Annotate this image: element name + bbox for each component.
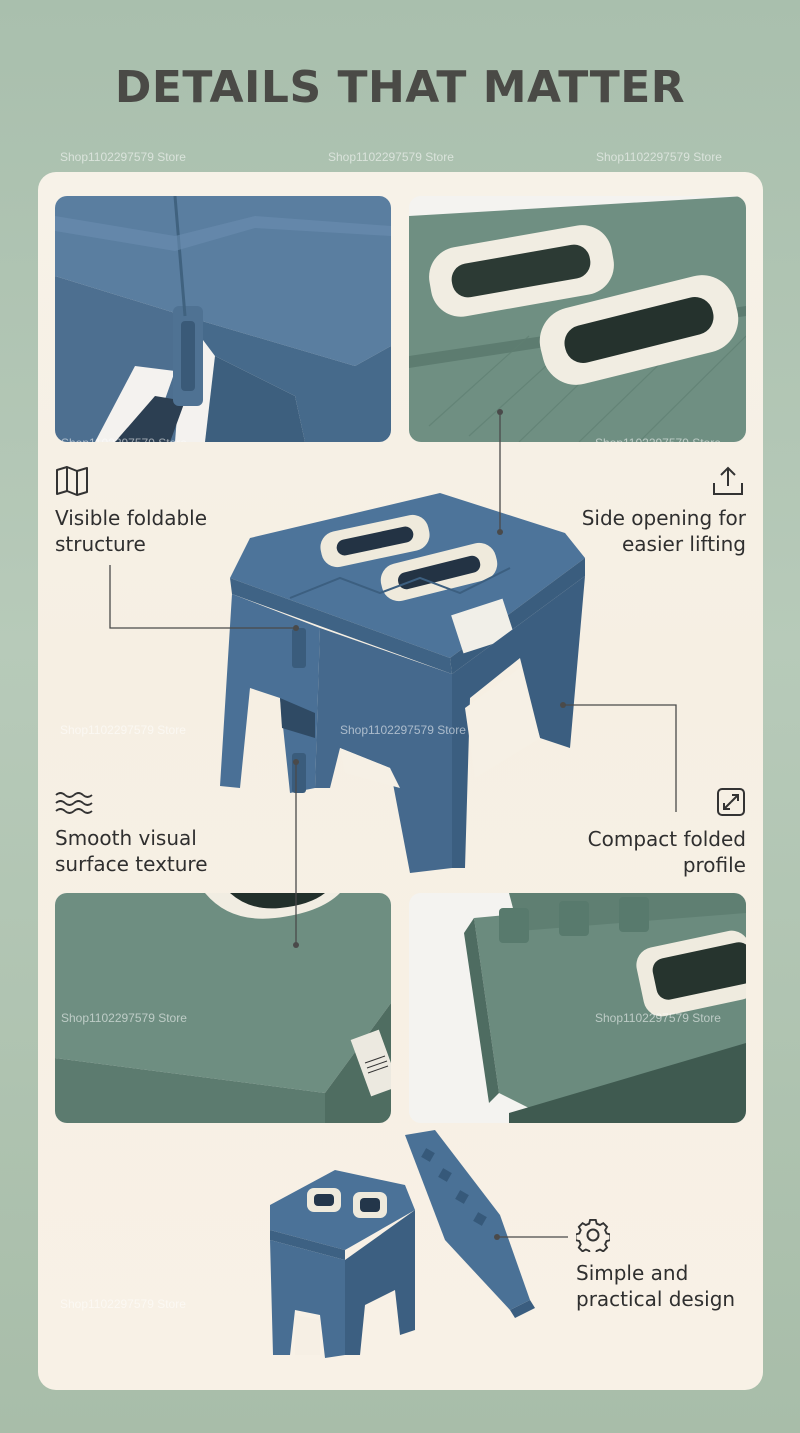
- folded-profile-photo: Shop1102297579 Store: [409, 893, 746, 1123]
- watermark: Shop1102297579 Store: [340, 723, 466, 737]
- page-title: DETAILS THAT MATTER: [114, 62, 686, 113]
- feature-surface-texture: Smooth visual surface texture: [55, 790, 275, 877]
- feature-label: Smooth visual surface texture: [55, 826, 208, 876]
- feature-label: Side opening for easier lifting: [581, 506, 746, 556]
- feature-label: Visible foldable structure: [55, 506, 208, 556]
- watermark: Shop1102297579 Store: [61, 436, 187, 442]
- feature-side-opening: Side opening for easier lifting: [545, 465, 746, 557]
- feature-practical-design: Simple and practical design: [576, 1218, 756, 1312]
- watermark: Shop1102297579 Store: [595, 1011, 721, 1025]
- hinge-closeup-photo: Shop1102297579 Store: [55, 196, 391, 442]
- expand-icon: [716, 787, 746, 817]
- watermark: Shop1102297579 Store: [60, 723, 186, 737]
- surface-texture-photo: Shop1102297579 Store: [55, 893, 391, 1123]
- watermark: Shop1102297579 Store: [596, 150, 722, 164]
- watermark: Shop1102297579 Store: [328, 150, 454, 164]
- upload-icon: [711, 465, 746, 497]
- feature-foldable-structure: Visible foldable structure: [55, 465, 275, 557]
- watermark: Shop1102297579 Store: [60, 1297, 186, 1311]
- map-icon: [55, 465, 275, 497]
- feature-label: Simple and practical design: [576, 1261, 736, 1311]
- handle-openings-photo: Shop1102297579 Store: [409, 196, 746, 442]
- feature-compact-profile: Compact folded profile: [545, 787, 746, 878]
- stool-main-photo: [220, 488, 590, 878]
- watermark: Shop1102297579 Store: [595, 436, 721, 442]
- feature-label: Compact folded profile: [587, 827, 746, 877]
- stool-folding-photo: [265, 1130, 540, 1362]
- watermark: Shop1102297579 Store: [60, 150, 186, 164]
- watermark: Shop1102297579 Store: [61, 1011, 187, 1025]
- gear-icon: [576, 1218, 756, 1252]
- waves-icon: [55, 790, 275, 816]
